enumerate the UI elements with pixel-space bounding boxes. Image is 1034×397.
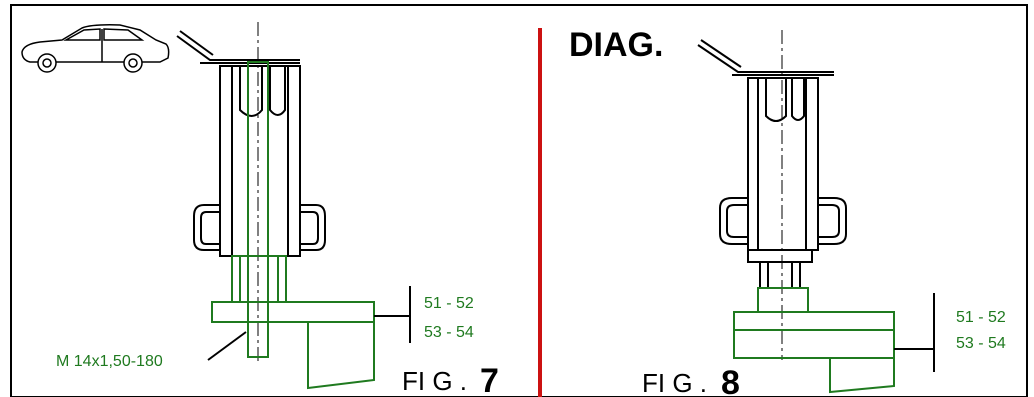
handle-ring xyxy=(719,197,847,245)
callout-range-1: 51 - 52 xyxy=(956,309,1006,326)
callout-bracket-fig8 xyxy=(894,293,935,372)
bolt-shaft xyxy=(247,61,269,358)
callout-bracket-fig7 xyxy=(374,286,411,343)
bolt-assembly-fig8 xyxy=(733,287,895,394)
callout-range-2: 53 - 54 xyxy=(424,324,474,341)
figure-label-prefix: FI G . xyxy=(642,368,707,397)
base-foot xyxy=(307,322,375,390)
base-plate xyxy=(211,301,375,323)
jack-assembly-fig7 xyxy=(176,30,326,257)
bolt-spec-label: M 14x1,50-180 xyxy=(56,353,163,370)
lift-arm xyxy=(697,44,834,73)
bolt-assembly-fig7 xyxy=(211,61,375,390)
figure-number: 7 xyxy=(480,362,499,397)
lift-arm xyxy=(176,35,300,61)
lift-arm-edge xyxy=(179,30,214,56)
base-foot xyxy=(829,358,895,394)
figure-label-prefix: FI G . xyxy=(402,366,467,396)
car-icon xyxy=(21,24,170,73)
lift-arm-edge xyxy=(700,39,742,68)
base-plate xyxy=(733,311,895,359)
bolt-spec-leader xyxy=(207,331,247,361)
drawing-frame xyxy=(10,4,1028,397)
diagram-heading: DIAG. xyxy=(569,26,663,64)
jack-assembly-fig8 xyxy=(697,39,847,289)
callout-range-2: 53 - 54 xyxy=(956,335,1006,352)
callout-range-1: 51 - 52 xyxy=(424,295,474,312)
handle-ring xyxy=(193,204,326,251)
figure-number: 8 xyxy=(721,364,740,397)
